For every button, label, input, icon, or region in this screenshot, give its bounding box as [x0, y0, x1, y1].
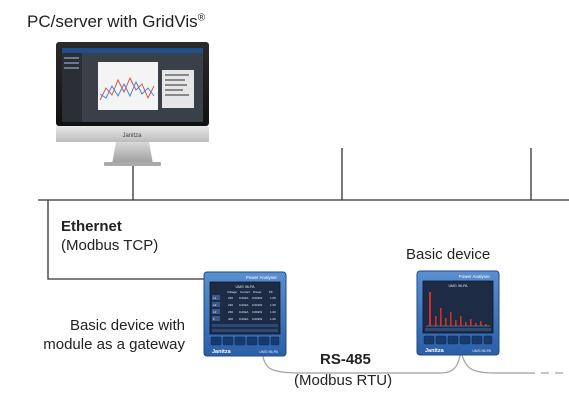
spectrum-bar: [455, 320, 457, 326]
spectrum-bar: [460, 316, 462, 326]
basic-buttons: [423, 335, 493, 345]
gateway-cell: 230: [228, 296, 233, 300]
gateway-cell: 1.00: [270, 303, 276, 307]
basic-spectrum: [429, 292, 487, 326]
gateway-cell: L1: [213, 296, 217, 300]
gateway-cell: L3: [213, 310, 217, 314]
rs485-label: RS-485: [320, 351, 371, 368]
basic-device: Power Analyser UMG 96-PA Janitza UMG 96-…: [416, 270, 500, 356]
spectrum-bar: [450, 312, 452, 326]
pc-monitor: Janitza: [56, 42, 209, 166]
rs485-cable: [261, 351, 462, 374]
spectrum-bar: [470, 319, 472, 326]
spectrum-bar: [480, 321, 482, 326]
gateway-table: Voltage Current Power PF L1 230 0.00kA 0…: [212, 290, 276, 321]
ethernet-protocol-label: (Modbus TCP): [61, 237, 159, 254]
spectrum-bar: [465, 322, 467, 326]
spectrum-bar: [429, 292, 431, 326]
gateway-cell: 230: [228, 310, 233, 314]
basic-device-label: Basic device: [406, 246, 491, 263]
gateway-col-power: Power: [253, 290, 262, 294]
rs485-protocol-label: (Modbus RTU): [294, 372, 393, 389]
gateway-screen-title: UMG 96-PA: [235, 285, 255, 289]
gateway-col-pf: PF: [269, 290, 273, 294]
gateway-cell: 0.00kA: [239, 317, 248, 321]
pc-title-text: PC/server with GridVis: [27, 12, 198, 31]
basic-brand: Janitza: [425, 348, 445, 354]
screen-sidebar: [62, 53, 82, 122]
gateway-cell: 0.00kA: [239, 310, 248, 314]
spectrum-bar: [435, 316, 437, 326]
screen-chart-trace-2: [99, 80, 155, 99]
gateway-cell: 1.00: [270, 310, 276, 314]
basic-screen-title: UMG 96-PA: [448, 284, 468, 288]
gateway-cell: 1.00: [270, 317, 276, 321]
spectrum-bar: [485, 324, 487, 326]
gateway-device: Power Analyser UMG 96-PA Voltage Current…: [203, 271, 287, 357]
gateway-cell: 0.00kW: [252, 310, 262, 314]
monitor-stand: [112, 142, 153, 164]
screen-topbar: [62, 48, 203, 53]
gateway-brand: Janitza: [212, 349, 232, 355]
pc-title: PC/server with GridVis®: [27, 12, 205, 32]
gateway-col-voltage: Voltage: [227, 290, 237, 294]
gateway-buttons: [210, 336, 280, 346]
ethernet-line: [47, 200, 207, 280]
gateway-cell: 230: [228, 303, 233, 307]
gateway-label-line2: module as a gateway: [43, 336, 185, 353]
gateway-cell: 400: [228, 317, 233, 321]
gateway-cell: L2: [213, 303, 217, 307]
gateway-cell: Σ: [213, 317, 215, 321]
spectrum-bar: [445, 318, 447, 326]
basic-header: Power Analyser: [459, 274, 491, 279]
spectrum-bar: [440, 308, 442, 326]
gateway-model: UMG 96-PA: [259, 350, 278, 354]
rs485-cable-continuation: [460, 351, 535, 374]
gateway-col-current: Current: [240, 290, 250, 294]
monitor-chin: [56, 126, 209, 142]
gateway-cell: 0.00kW: [252, 303, 262, 307]
gateway-header: Power Analyser: [246, 275, 278, 280]
monitor-brand: Janitza: [122, 133, 142, 139]
ethernet-label: Ethernet: [61, 218, 122, 235]
gateway-cell: 1.00: [270, 296, 276, 300]
gateway-cell: 0.00kA: [239, 303, 248, 307]
screen-chart-window: [98, 62, 158, 110]
gateway-label-line1: Basic device with: [69, 317, 185, 334]
monitor-base: [104, 162, 161, 166]
gateway-cell: 0.00kA: [239, 296, 248, 300]
gateway-cell: 0.00kW: [252, 296, 262, 300]
basic-model: UMG 96-PA: [472, 349, 491, 353]
spectrum-bar: [475, 323, 477, 326]
gateway-cell: 0.00kW: [252, 317, 262, 321]
registered-mark: ®: [197, 12, 206, 24]
basic-screen: [422, 280, 494, 334]
